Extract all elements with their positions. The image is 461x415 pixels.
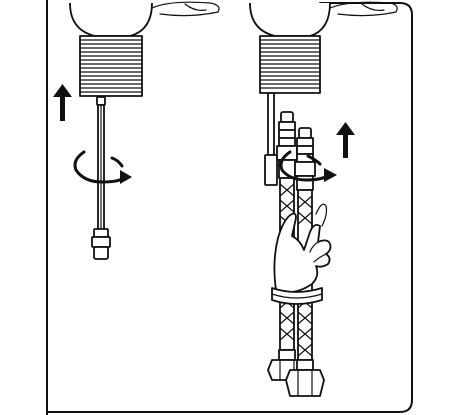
- left-up-arrow-icon: [53, 84, 72, 121]
- diagram-frame: [46, 0, 413, 415]
- right-supply-pipe: [264, 92, 278, 186]
- hand-icon: [271, 203, 332, 305]
- hose-nut: [267, 349, 325, 397]
- right-panel: [249, 1, 398, 397]
- right-rotate-clockwise-icon: [279, 150, 337, 182]
- left-rotate-clockwise-icon: [73, 150, 132, 184]
- left-faucet-body: [69, 1, 220, 37]
- right-up-arrow-icon: [336, 122, 355, 158]
- left-threaded-shank: [79, 35, 143, 97]
- left-pipe-end-fitting: [91, 228, 111, 260]
- right-threaded-shank: [259, 35, 321, 94]
- left-panel: [53, 1, 220, 260]
- left-supply-pipe: [96, 96, 106, 231]
- right-faucet-body: [249, 1, 398, 37]
